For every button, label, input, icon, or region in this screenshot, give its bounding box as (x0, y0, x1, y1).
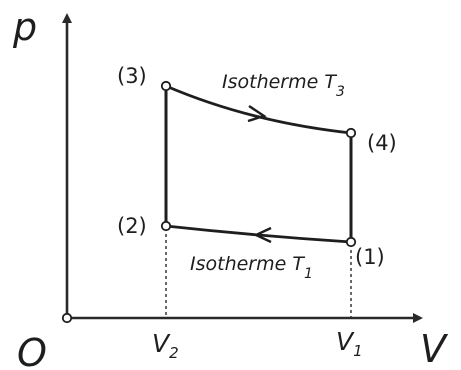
point-label-1: (1) (355, 245, 385, 269)
isotherm-t3-label: Isotherme T3 (222, 71, 345, 100)
isotherm-t1-label: Isotherme T1 (190, 253, 313, 282)
point-label-2: (2) (117, 214, 147, 238)
isotherm-t3-direction-arrow (247, 105, 267, 123)
point-label-4: (4) (367, 131, 397, 155)
p-axis-label: p (12, 5, 37, 49)
tick-label-v1: V1 (336, 327, 363, 360)
state-point-4 (345, 127, 357, 139)
v-axis-label: V (420, 327, 449, 370)
origin-label: O (17, 331, 47, 370)
point-label-3: (3) (117, 64, 147, 88)
state-point-1 (345, 236, 357, 248)
isotherm-t1-direction-arrow (253, 226, 272, 244)
origin-point (61, 312, 73, 324)
state-point-2 (160, 220, 172, 232)
tick-label-v2: V2 (152, 329, 179, 362)
state-point-3 (160, 80, 172, 92)
isotherm-t3-curve (165, 84, 352, 135)
